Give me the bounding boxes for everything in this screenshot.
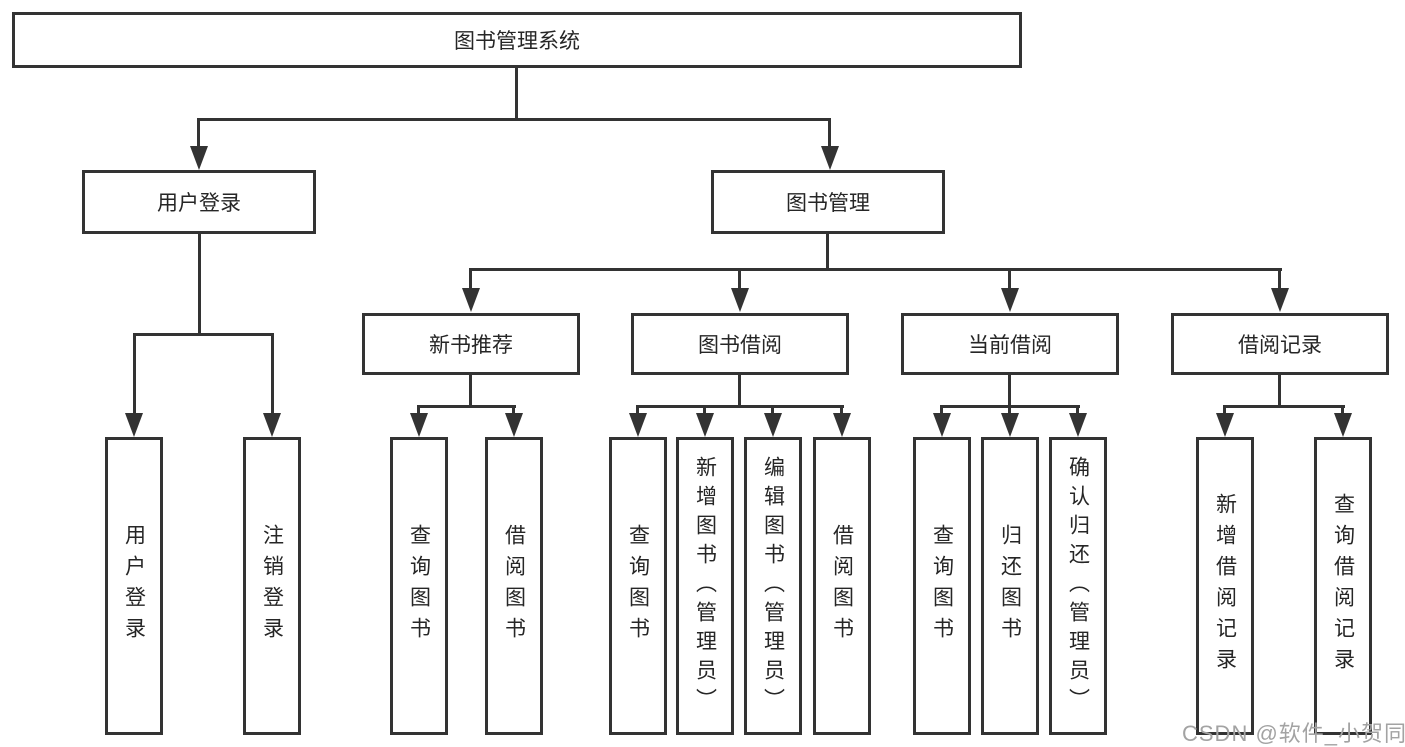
leaf-user-login-label: 用户登录: [122, 524, 146, 648]
node-book-management-label: 图书管理: [786, 192, 870, 215]
arrow-to-edit-book: [764, 413, 782, 437]
edge-current-drop-1: [940, 405, 943, 415]
leaf-logout-login-label: 注销登录: [260, 524, 284, 648]
arrow-to-add-book: [696, 413, 714, 437]
leaf-confirm-return-admin: 确认归还（管理员）: [1049, 437, 1107, 735]
edge-current-stem: [1008, 375, 1011, 407]
arrow-to-current-query: [933, 413, 951, 437]
node-user-login: 用户登录: [82, 170, 316, 234]
arrow-to-borrowing-borrow: [833, 413, 851, 437]
node-borrowing-records: 借阅记录: [1171, 313, 1389, 375]
leaf-return-books: 归还图书: [981, 437, 1039, 735]
node-current-borrowing: 当前借阅: [901, 313, 1119, 375]
arrow-to-user-login: [190, 146, 208, 170]
node-root-label: 图书管理系统: [454, 30, 580, 53]
csdn-watermark: CSDN @软件_小贺同学: [1182, 721, 1405, 746]
arrow-to-current-borrowing: [1001, 288, 1019, 312]
leaf-edit-book-admin: 编辑图书（管理员）: [744, 437, 802, 735]
leaf-edit-book-admin-label: 编辑图书（管理员）: [761, 455, 785, 717]
edge-recommend-bar: [417, 405, 516, 408]
edge-recommend-drop-2: [512, 405, 515, 415]
edge-current-drop-3: [1076, 405, 1079, 415]
edge-records-stem: [1278, 375, 1281, 407]
edge-bookmgmt-bar: [470, 268, 1282, 271]
leaf-borrowing-borrow-books-label: 借阅图书: [830, 524, 854, 648]
edge-borrowing-bar: [636, 405, 844, 408]
edge-recommend-stem: [469, 375, 472, 407]
edge-root-drop-left: [197, 118, 200, 148]
edge-borrowing-drop-4: [840, 405, 843, 415]
edge-bookmgmt-drop-1: [469, 268, 472, 290]
leaf-confirm-return-admin-label: 确认归还（管理员）: [1066, 455, 1090, 717]
arrow-to-new-book-recommend: [462, 288, 480, 312]
node-user-login-label: 用户登录: [157, 192, 241, 215]
edge-userlogin-bar: [133, 333, 274, 336]
edge-records-drop-1: [1223, 405, 1226, 415]
node-current-borrowing-label: 当前借阅: [968, 334, 1052, 357]
leaf-return-books-label: 归还图书: [998, 524, 1022, 648]
edge-borrowing-drop-1: [636, 405, 639, 415]
edge-current-drop-2: [1008, 405, 1011, 415]
edge-recommend-drop-1: [417, 405, 420, 415]
node-borrowing-records-label: 借阅记录: [1238, 334, 1322, 357]
arrow-to-confirm-return: [1069, 413, 1087, 437]
arrow-to-recommend-borrow: [505, 413, 523, 437]
edge-bookmgmt-drop-2: [738, 268, 741, 290]
node-root-system: 图书管理系统: [12, 12, 1022, 68]
arrow-to-leaf-user-login: [125, 413, 143, 437]
arrow-to-query-record: [1334, 413, 1352, 437]
arrow-to-borrowing-records: [1271, 288, 1289, 312]
edge-borrowing-drop-2: [703, 405, 706, 415]
arrow-to-book-borrowing: [731, 288, 749, 312]
edge-root-stem: [515, 68, 518, 120]
node-book-management: 图书管理: [711, 170, 945, 234]
edge-userlogin-drop-1: [133, 333, 136, 415]
leaf-add-borrow-record-label: 新增借阅记录: [1213, 493, 1237, 679]
edge-root-drop-right: [828, 118, 831, 148]
edge-bookmgmt-drop-4: [1278, 268, 1281, 290]
leaf-recommend-query-books-label: 查询图书: [407, 524, 431, 648]
arrow-to-add-record: [1216, 413, 1234, 437]
node-new-book-recommend: 新书推荐: [362, 313, 580, 375]
leaf-recommend-borrow-books: 借阅图书: [485, 437, 543, 735]
edge-borrowing-stem: [738, 375, 741, 407]
leaf-user-login: 用户登录: [105, 437, 163, 735]
arrow-to-return-books: [1001, 413, 1019, 437]
edge-records-drop-2: [1341, 405, 1344, 415]
leaf-recommend-borrow-books-label: 借阅图书: [502, 524, 526, 648]
edge-bookmgmt-drop-3: [1008, 268, 1011, 290]
edge-userlogin-stem: [198, 234, 201, 335]
edge-root-bar: [197, 118, 831, 121]
edge-records-bar: [1223, 405, 1345, 408]
leaf-query-borrow-record-label: 查询借阅记录: [1331, 493, 1355, 679]
leaf-query-borrow-record: 查询借阅记录: [1314, 437, 1372, 735]
edge-bookmgmt-stem: [826, 234, 829, 270]
leaf-add-borrow-record: 新增借阅记录: [1196, 437, 1254, 735]
leaf-recommend-query-books: 查询图书: [390, 437, 448, 735]
leaf-borrowing-query-books: 查询图书: [609, 437, 667, 735]
edge-borrowing-drop-3: [771, 405, 774, 415]
leaf-add-book-admin: 新增图书（管理员）: [676, 437, 734, 735]
leaf-logout-login: 注销登录: [243, 437, 301, 735]
arrow-to-recommend-query: [410, 413, 428, 437]
leaf-borrowing-borrow-books: 借阅图书: [813, 437, 871, 735]
leaf-current-query-books-label: 查询图书: [930, 524, 954, 648]
arrow-to-borrowing-query: [629, 413, 647, 437]
node-book-borrowing-label: 图书借阅: [698, 334, 782, 357]
leaf-borrowing-query-books-label: 查询图书: [626, 524, 650, 648]
arrow-to-leaf-logout: [263, 413, 281, 437]
arrow-to-book-management: [821, 146, 839, 170]
edge-userlogin-drop-2: [271, 333, 274, 415]
leaf-add-book-admin-label: 新增图书（管理员）: [693, 455, 717, 717]
node-new-book-recommend-label: 新书推荐: [429, 334, 513, 357]
node-book-borrowing: 图书借阅: [631, 313, 849, 375]
leaf-current-query-books: 查询图书: [913, 437, 971, 735]
